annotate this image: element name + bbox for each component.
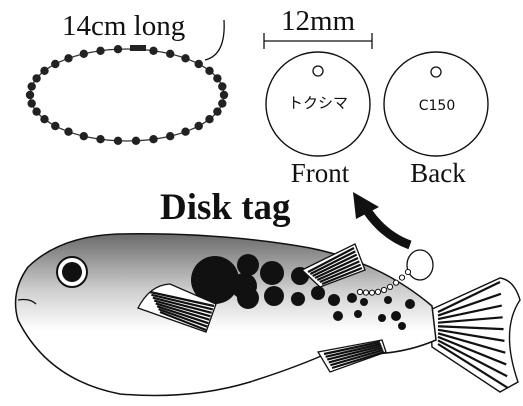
chain-bead	[181, 128, 189, 136]
tag-front-text: トクシマ	[288, 94, 348, 112]
body-spot	[347, 293, 357, 303]
chain-bead	[166, 132, 174, 140]
chain-bead	[195, 60, 203, 68]
attached-chain-bead	[381, 287, 386, 292]
chain-bead	[40, 67, 48, 75]
chain-bead	[205, 115, 213, 123]
body-spot	[391, 311, 401, 321]
body-spot	[333, 311, 343, 321]
body-spot	[311, 286, 325, 300]
chain-bead	[213, 74, 221, 82]
chain-bead	[51, 122, 59, 130]
chain-bead	[32, 74, 40, 82]
attached-chain-bead	[375, 289, 380, 294]
tag-front: トクシマ	[266, 52, 370, 156]
chain-bead	[181, 54, 189, 62]
body-spot	[354, 310, 362, 318]
body-spot	[405, 299, 415, 309]
chain-bead	[149, 47, 157, 55]
chain-bead	[28, 99, 36, 107]
body-spot	[360, 298, 368, 306]
pufferfish	[16, 234, 520, 396]
chain-bead	[149, 135, 157, 143]
chain-length-label: 14cm long	[62, 10, 185, 42]
ball-chain-beads	[26, 45, 228, 145]
chain-bead	[114, 45, 122, 53]
tag-back: C150	[384, 52, 488, 156]
ball-chain	[26, 45, 228, 145]
attached-chain-bead	[399, 275, 404, 280]
body-spot	[398, 322, 406, 330]
chain-bead	[80, 132, 88, 140]
chain-bead	[64, 54, 72, 62]
tail-fin	[430, 278, 520, 392]
tag-back-hole	[431, 67, 441, 77]
tag-front-hole	[313, 66, 323, 76]
front-caption: Front	[291, 158, 350, 188]
chain-bead	[80, 50, 88, 58]
chain-bead	[114, 137, 122, 145]
chain-bead	[166, 50, 174, 58]
chain-bead	[220, 91, 228, 99]
body-spot	[237, 287, 259, 309]
chain-bead	[195, 122, 203, 130]
attached-chain-bead	[393, 280, 398, 285]
chain-bead	[218, 82, 226, 90]
attached-chain-bead	[357, 289, 362, 294]
chain-bead	[205, 67, 213, 75]
body-spot	[264, 286, 284, 306]
chain-bead	[96, 47, 104, 55]
chain-bead	[40, 115, 48, 123]
fish-eye	[57, 257, 87, 287]
chain-bead	[218, 99, 226, 107]
chain-bead	[28, 82, 36, 90]
chain-connector	[130, 45, 146, 51]
body-spot	[237, 254, 259, 276]
body-spot	[384, 296, 392, 304]
back-caption: Back	[410, 158, 466, 188]
body-spot	[291, 292, 305, 306]
chain-label-leader-line	[205, 20, 224, 60]
diameter-label: 12mm	[281, 5, 356, 37]
body-spot	[260, 261, 284, 285]
attached-chain-bead	[363, 290, 368, 295]
chain-bead	[132, 137, 140, 145]
body-spot	[328, 294, 340, 306]
diagram-title: Disk tag	[160, 187, 291, 228]
chain-bead	[26, 91, 34, 99]
chain-bead	[64, 128, 72, 136]
body-spot	[378, 314, 386, 322]
chain-bead	[213, 107, 221, 115]
curved-arrow	[353, 192, 410, 245]
tag-back-text: C150	[419, 98, 456, 114]
attached-chain-bead	[369, 290, 374, 295]
chain-bead	[96, 135, 104, 143]
chain-bead	[32, 107, 40, 115]
attached-chain-bead	[405, 269, 410, 274]
chain-bead	[51, 60, 59, 68]
attached-chain-bead	[387, 284, 392, 289]
